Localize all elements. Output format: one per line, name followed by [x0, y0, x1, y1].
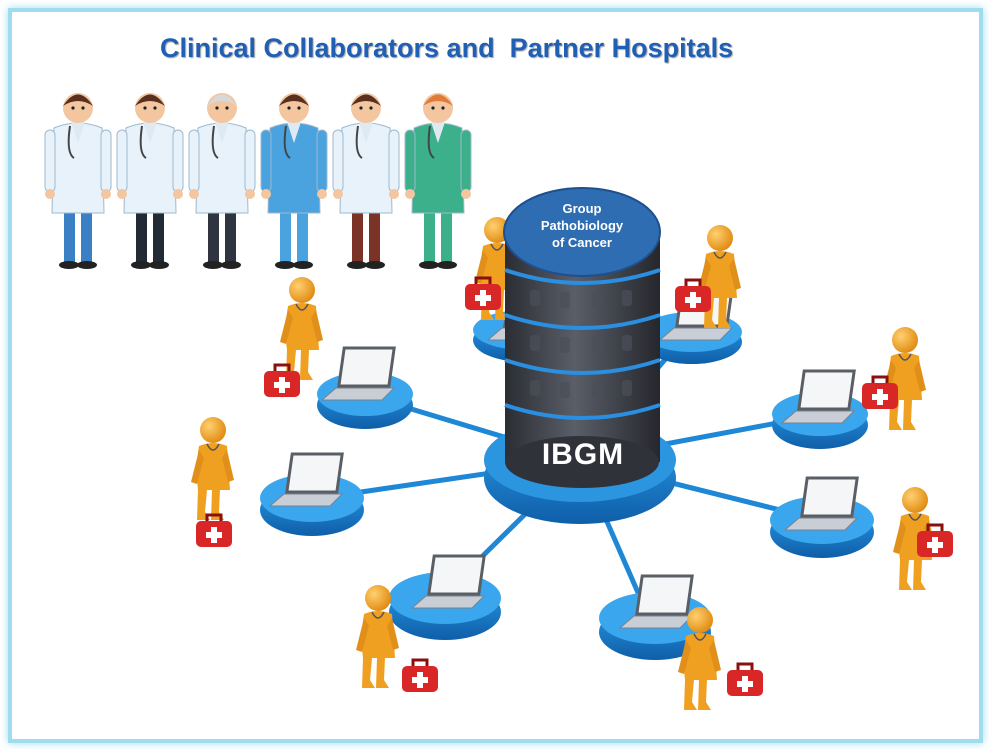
doctor-figure-surgeon [260, 93, 328, 269]
hub-label-line-3: of Cancer [552, 235, 612, 250]
node-north-east-upper [642, 286, 742, 364]
person-west-upper [262, 276, 324, 399]
slide-title: Clinical Collaborators and Partner Hospi… [160, 33, 734, 63]
node-west-upper [317, 346, 413, 429]
doctors-group [44, 93, 472, 269]
node-south-west [389, 554, 501, 640]
doctor-figure-nurse [404, 93, 472, 269]
doctor-figure-doctor [116, 93, 184, 269]
hub-top-label: Group Pathobiology of Cancer [512, 200, 652, 251]
doctor-figure-doctor [332, 93, 400, 269]
person-south-east [677, 606, 765, 711]
node-west-lower [260, 452, 364, 536]
hub-base-label: IBGM [541, 438, 625, 471]
doctor-figure-senior-doctor [188, 93, 256, 269]
hub-label-line-2: Pathobiology [540, 218, 624, 233]
person-east-lower [892, 486, 955, 591]
node-east-upper [772, 369, 868, 449]
node-east-lower [770, 476, 874, 558]
person-west-lower [190, 416, 235, 549]
hub-label-line-1: Group [562, 201, 602, 216]
database-cylinder [503, 187, 661, 488]
person-east-upper [860, 326, 927, 431]
doctor-figure-doctor [44, 93, 112, 269]
node-south-east [599, 574, 711, 660]
